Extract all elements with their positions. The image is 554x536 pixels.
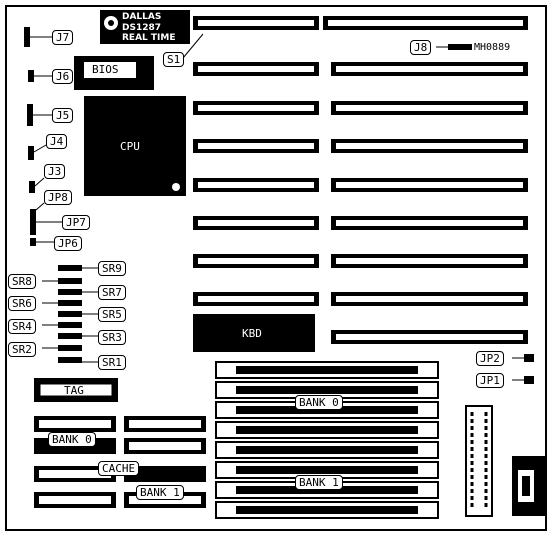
keyboard-controller-chip — [193, 314, 315, 352]
resistor-pack-sr8 — [58, 278, 82, 284]
label-sr4: SR4 — [8, 319, 36, 334]
expansion-slot-opening — [336, 296, 523, 302]
resistor-pack-sr7 — [58, 289, 82, 295]
label-mh0889: MH0889 — [474, 42, 511, 53]
connector-j7 — [24, 27, 30, 47]
label-jp7: JP7 — [62, 215, 90, 230]
label-kbd: KBD — [242, 327, 262, 340]
expansion-slot-opening — [198, 105, 314, 111]
label-j3: J3 — [44, 164, 66, 179]
simm-sockets — [215, 361, 439, 519]
expansion-slot-opening — [336, 66, 523, 72]
cpu-chip — [84, 96, 186, 196]
label-cache-bank-1: BANK 1 — [136, 485, 184, 500]
keyboard-din-connector — [512, 456, 546, 516]
label-j7: J7 — [52, 30, 74, 45]
label-simm-bank-1: BANK 1 — [295, 475, 343, 490]
jumper-jp6 — [30, 238, 36, 246]
resistor-pack-sr1 — [58, 357, 82, 363]
label-cache: CACHE — [98, 461, 140, 476]
expansion-slot-opening — [198, 143, 314, 149]
expansion-slot-opening — [336, 258, 523, 264]
connector-j5 — [27, 104, 33, 126]
expansion-slot-opening — [336, 220, 523, 226]
resistor-pack-sr4 — [58, 322, 82, 328]
expansion-slot-opening — [198, 182, 314, 188]
label-simm-bank-0: BANK 0 — [295, 395, 343, 410]
jumper-jp8 — [30, 209, 36, 235]
power-connector — [465, 405, 493, 517]
label-sr6: SR6 — [8, 296, 36, 311]
expansion-slot-opening — [336, 182, 523, 188]
expansion-slot-opening — [198, 66, 314, 72]
label-sr7: SR7 — [98, 285, 126, 300]
rtc-model: DS1287 — [122, 23, 162, 33]
expansion-slot-opening — [198, 296, 314, 302]
sr-resistor-packs — [42, 265, 98, 363]
connector-j6 — [28, 70, 34, 82]
label-j6: J6 — [52, 69, 74, 84]
cpu-pin1-marker — [172, 183, 180, 191]
resistor-pack-sr9 — [58, 265, 82, 271]
jumper-jp1-pins — [524, 376, 534, 384]
label-sr9: SR9 — [98, 261, 126, 276]
connector-j3 — [29, 181, 35, 193]
label-sr3: SR3 — [98, 330, 126, 345]
expansion-slot-opening — [198, 20, 314, 26]
resistor-pack-sr3 — [58, 333, 82, 339]
dallas-logo-icon — [104, 16, 118, 30]
label-sr1: SR1 — [98, 355, 126, 370]
resistor-pack-sr6 — [58, 300, 82, 306]
label-cpu: CPU — [120, 140, 140, 153]
expansion-slots-left — [193, 16, 319, 306]
expansion-slot-opening — [336, 334, 523, 340]
label-cache-bank-0: BANK 0 — [48, 432, 96, 447]
expansion-slot-opening — [336, 143, 523, 149]
connector-j4 — [28, 146, 34, 160]
resistor-pack-sr5 — [58, 311, 82, 317]
rtc-subtitle: REAL TIME — [122, 33, 176, 43]
dallas-rtc-chip: DALLAS DS1287 REAL TIME — [100, 10, 190, 44]
label-jp2: JP2 — [476, 351, 504, 366]
label-j5: J5 — [52, 108, 74, 123]
label-j4: J4 — [46, 134, 68, 149]
expansion-slots-right — [323, 16, 528, 344]
jumper-jp2-pins — [524, 354, 534, 362]
label-tag: TAG — [64, 384, 84, 397]
label-jp1: JP1 — [476, 373, 504, 388]
label-jp6: JP6 — [54, 236, 82, 251]
label-sr2: SR2 — [8, 342, 36, 357]
label-sr5: SR5 — [98, 307, 126, 322]
label-s1: S1 — [163, 52, 185, 67]
expansion-slot-opening — [336, 105, 523, 111]
expansion-slot-opening — [198, 220, 314, 226]
resistor-pack-sr2 — [58, 345, 82, 351]
expansion-slot-opening — [198, 258, 314, 264]
edge-connectors — [24, 27, 62, 246]
rtc-brand: DALLAS — [122, 12, 162, 22]
jumper-j8-pins — [448, 44, 472, 50]
expansion-slot-opening — [328, 20, 523, 26]
label-j8: J8 — [410, 40, 432, 55]
label-bios: BIOS — [92, 63, 119, 76]
label-jp8: JP8 — [44, 190, 72, 205]
cache-chip — [124, 466, 206, 482]
label-sr8: SR8 — [8, 274, 36, 289]
